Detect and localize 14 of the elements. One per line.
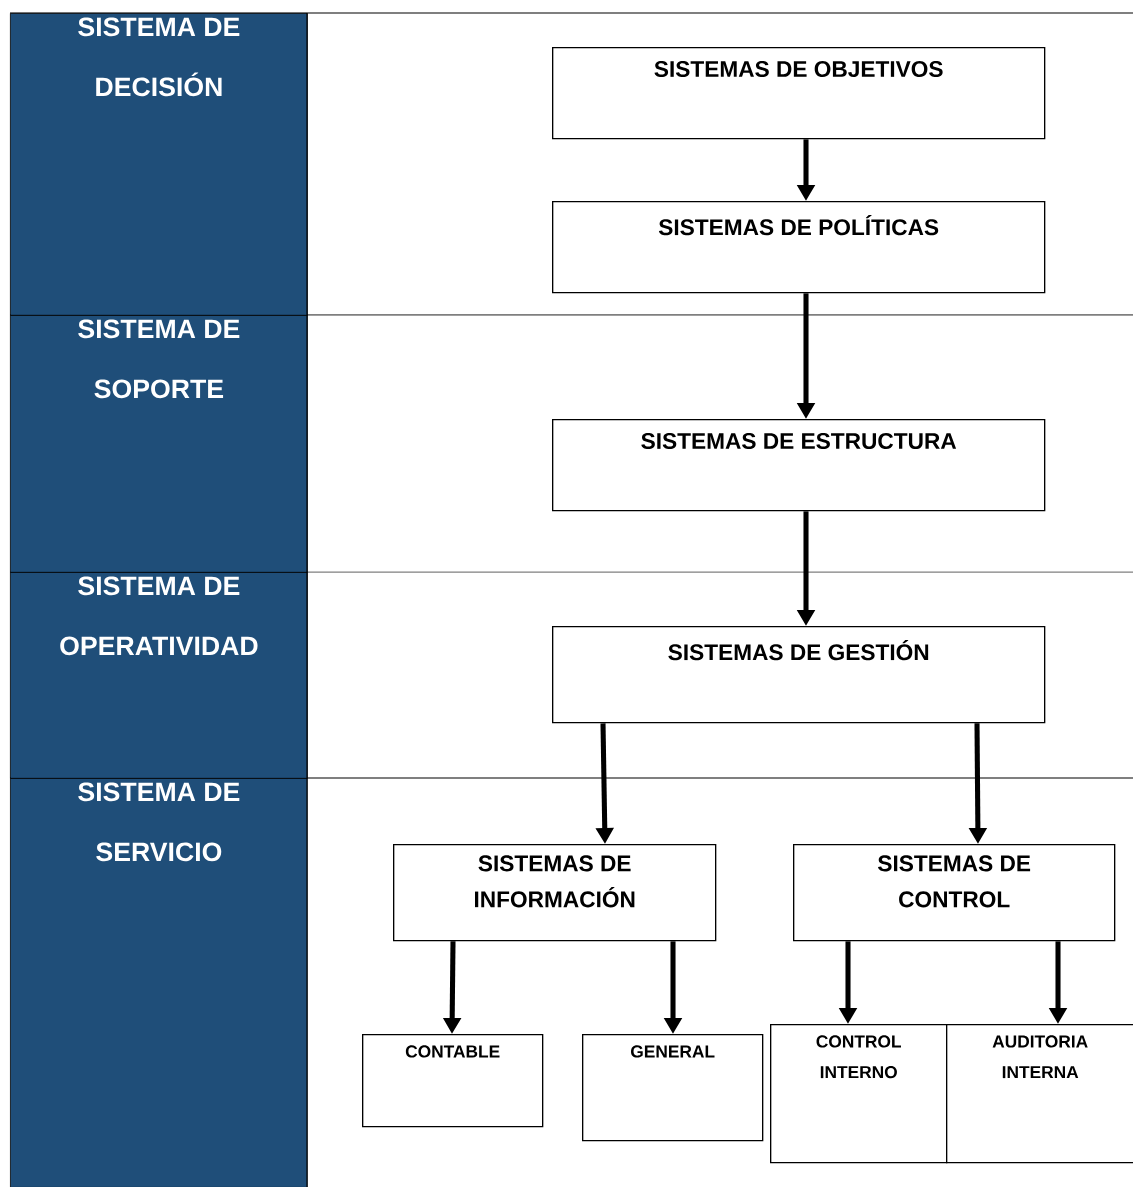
process-box: CONTABLE — [362, 1034, 544, 1128]
row-header-cell: SISTEMA DE SOPORTE — [10, 315, 308, 573]
process-box: GENERAL — [582, 1034, 764, 1142]
row-header-cell: SISTEMA DE OPERATIVIDAD — [10, 572, 308, 779]
process-box: SISTEMAS DE ESTRUCTURA — [552, 419, 1046, 512]
process-box: CONTROL INTERNO — [770, 1024, 948, 1164]
process-box: SISTEMAS DE GESTIÓN — [552, 626, 1046, 724]
process-box: AUDITORIA INTERNA — [946, 1024, 1133, 1164]
process-box: SISTEMAS DE OBJETIVOS — [552, 47, 1046, 140]
process-box: SISTEMAS DE INFORMACIÓN — [393, 844, 717, 942]
row-header-cell: SISTEMA DE DECISIÓN — [10, 13, 308, 316]
row-header-cell: SISTEMA DE SERVICIO — [10, 778, 308, 1187]
process-box: SISTEMAS DE POLÍTICAS — [552, 201, 1046, 294]
process-box: SISTEMAS DE CONTROL — [793, 844, 1116, 942]
